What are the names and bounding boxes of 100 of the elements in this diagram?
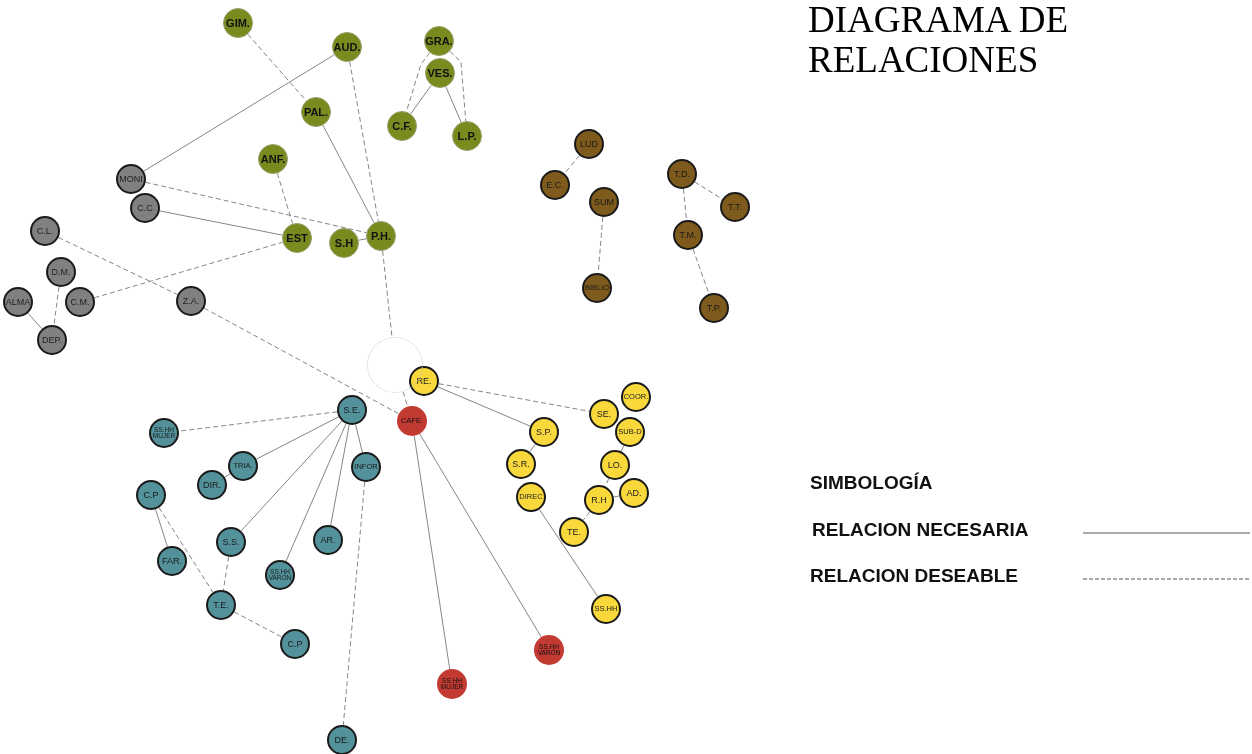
relation-line — [342, 481, 366, 726]
relation-line — [413, 435, 451, 670]
node-circle — [116, 164, 146, 194]
relation-line — [620, 445, 625, 452]
node-circle — [409, 366, 439, 396]
relation-line — [410, 84, 432, 115]
node-circle — [313, 525, 343, 555]
node-label: Z.A. — [182, 296, 200, 306]
relation-line — [437, 386, 531, 427]
relation-line — [224, 473, 231, 478]
relation-line — [93, 241, 284, 299]
relation-line — [155, 508, 168, 548]
node-circle — [329, 228, 359, 258]
relation-line — [330, 424, 350, 526]
relation-line — [538, 509, 599, 597]
title: DIAGRAMA DE RELACIONES — [808, 0, 1070, 80]
node-circle — [37, 325, 67, 355]
node-circle — [228, 451, 258, 481]
node-label: VES. — [427, 67, 453, 79]
node-circle — [280, 629, 310, 659]
node-label: TE. — [567, 527, 581, 537]
node-circle — [351, 452, 381, 482]
node-circle — [157, 546, 187, 576]
node-label: ANF. — [260, 153, 286, 165]
node-label: GRA. — [425, 35, 453, 47]
node-label: S.P. — [536, 427, 552, 437]
relation-line — [613, 495, 620, 498]
relation-line — [322, 124, 375, 224]
node-label: D.M. — [51, 267, 71, 277]
relation-line — [58, 237, 178, 295]
relation-line — [285, 423, 347, 562]
node-circle — [332, 32, 362, 62]
node-label: DEP. — [42, 335, 62, 345]
node-circle — [136, 480, 166, 510]
node-label: C.M. — [70, 297, 90, 307]
legend-label: RELACION NECESARIA — [812, 519, 1029, 541]
node-circle — [589, 399, 619, 429]
node-label: AUD. — [333, 41, 361, 53]
relation-line — [582, 511, 591, 521]
node-label: SE. — [596, 409, 612, 419]
node-label: C.C — [137, 203, 153, 213]
node-circle — [216, 527, 246, 557]
node-circle — [130, 193, 160, 223]
node-circle — [424, 26, 454, 56]
node-label: DIR. — [203, 480, 221, 490]
relation-line — [692, 248, 710, 295]
node-circle — [258, 144, 288, 174]
node-label: C.P — [287, 639, 303, 649]
node-circle — [615, 417, 645, 447]
node-circle — [206, 590, 236, 620]
node-label: S.H — [334, 237, 354, 249]
node-label: PAL. — [303, 106, 329, 118]
node-label: T.D. — [674, 169, 690, 179]
node-circle — [667, 159, 697, 189]
relation-line — [222, 556, 230, 591]
node-label: SUM — [594, 197, 614, 207]
node-circle — [176, 286, 206, 316]
relation-line — [247, 33, 307, 102]
node-label: GIM. — [226, 17, 250, 29]
relation-line — [529, 443, 536, 453]
relation-line — [143, 54, 335, 172]
node-label: T.E. — [213, 600, 229, 610]
relation-line — [159, 210, 283, 236]
relation-line — [145, 181, 367, 234]
relation-line — [449, 50, 467, 122]
node-circle — [619, 478, 649, 508]
node-circle — [559, 517, 589, 547]
node-circle — [582, 273, 612, 303]
node-label: ALMA — [5, 297, 31, 307]
legend-label: RELACION DESEABLE — [810, 565, 1018, 587]
node-circle — [584, 485, 614, 515]
node-circle — [387, 111, 417, 141]
node-circle — [337, 395, 367, 425]
node-circle — [301, 97, 331, 127]
relation-line — [683, 188, 687, 221]
node-circle — [265, 560, 295, 590]
relation-line — [240, 420, 343, 532]
relation-line — [255, 416, 340, 460]
node-label: S.E. — [343, 405, 361, 415]
node-label: LO. — [607, 460, 623, 470]
relation-line — [355, 424, 363, 453]
node-label: S.S. — [222, 537, 240, 547]
node-circle — [149, 418, 179, 448]
node-label: R.H — [591, 495, 607, 505]
node-circle — [437, 669, 467, 699]
node-circle — [720, 192, 750, 222]
node-circle — [534, 635, 564, 665]
relation-line — [178, 411, 338, 432]
node-circle — [529, 417, 559, 447]
node-label: L.P. — [457, 130, 477, 142]
node-label: C.F. — [392, 120, 412, 132]
node-label: E.C. — [546, 180, 564, 190]
node-label: EST — [286, 232, 308, 244]
node-circle — [197, 470, 227, 500]
node-circle — [540, 170, 570, 200]
node-circle — [3, 287, 33, 317]
node-label: T.P. — [706, 303, 722, 313]
node-label: MONI — [119, 174, 143, 184]
node-label: AD. — [626, 488, 642, 498]
node-label: T.T. — [728, 202, 742, 212]
